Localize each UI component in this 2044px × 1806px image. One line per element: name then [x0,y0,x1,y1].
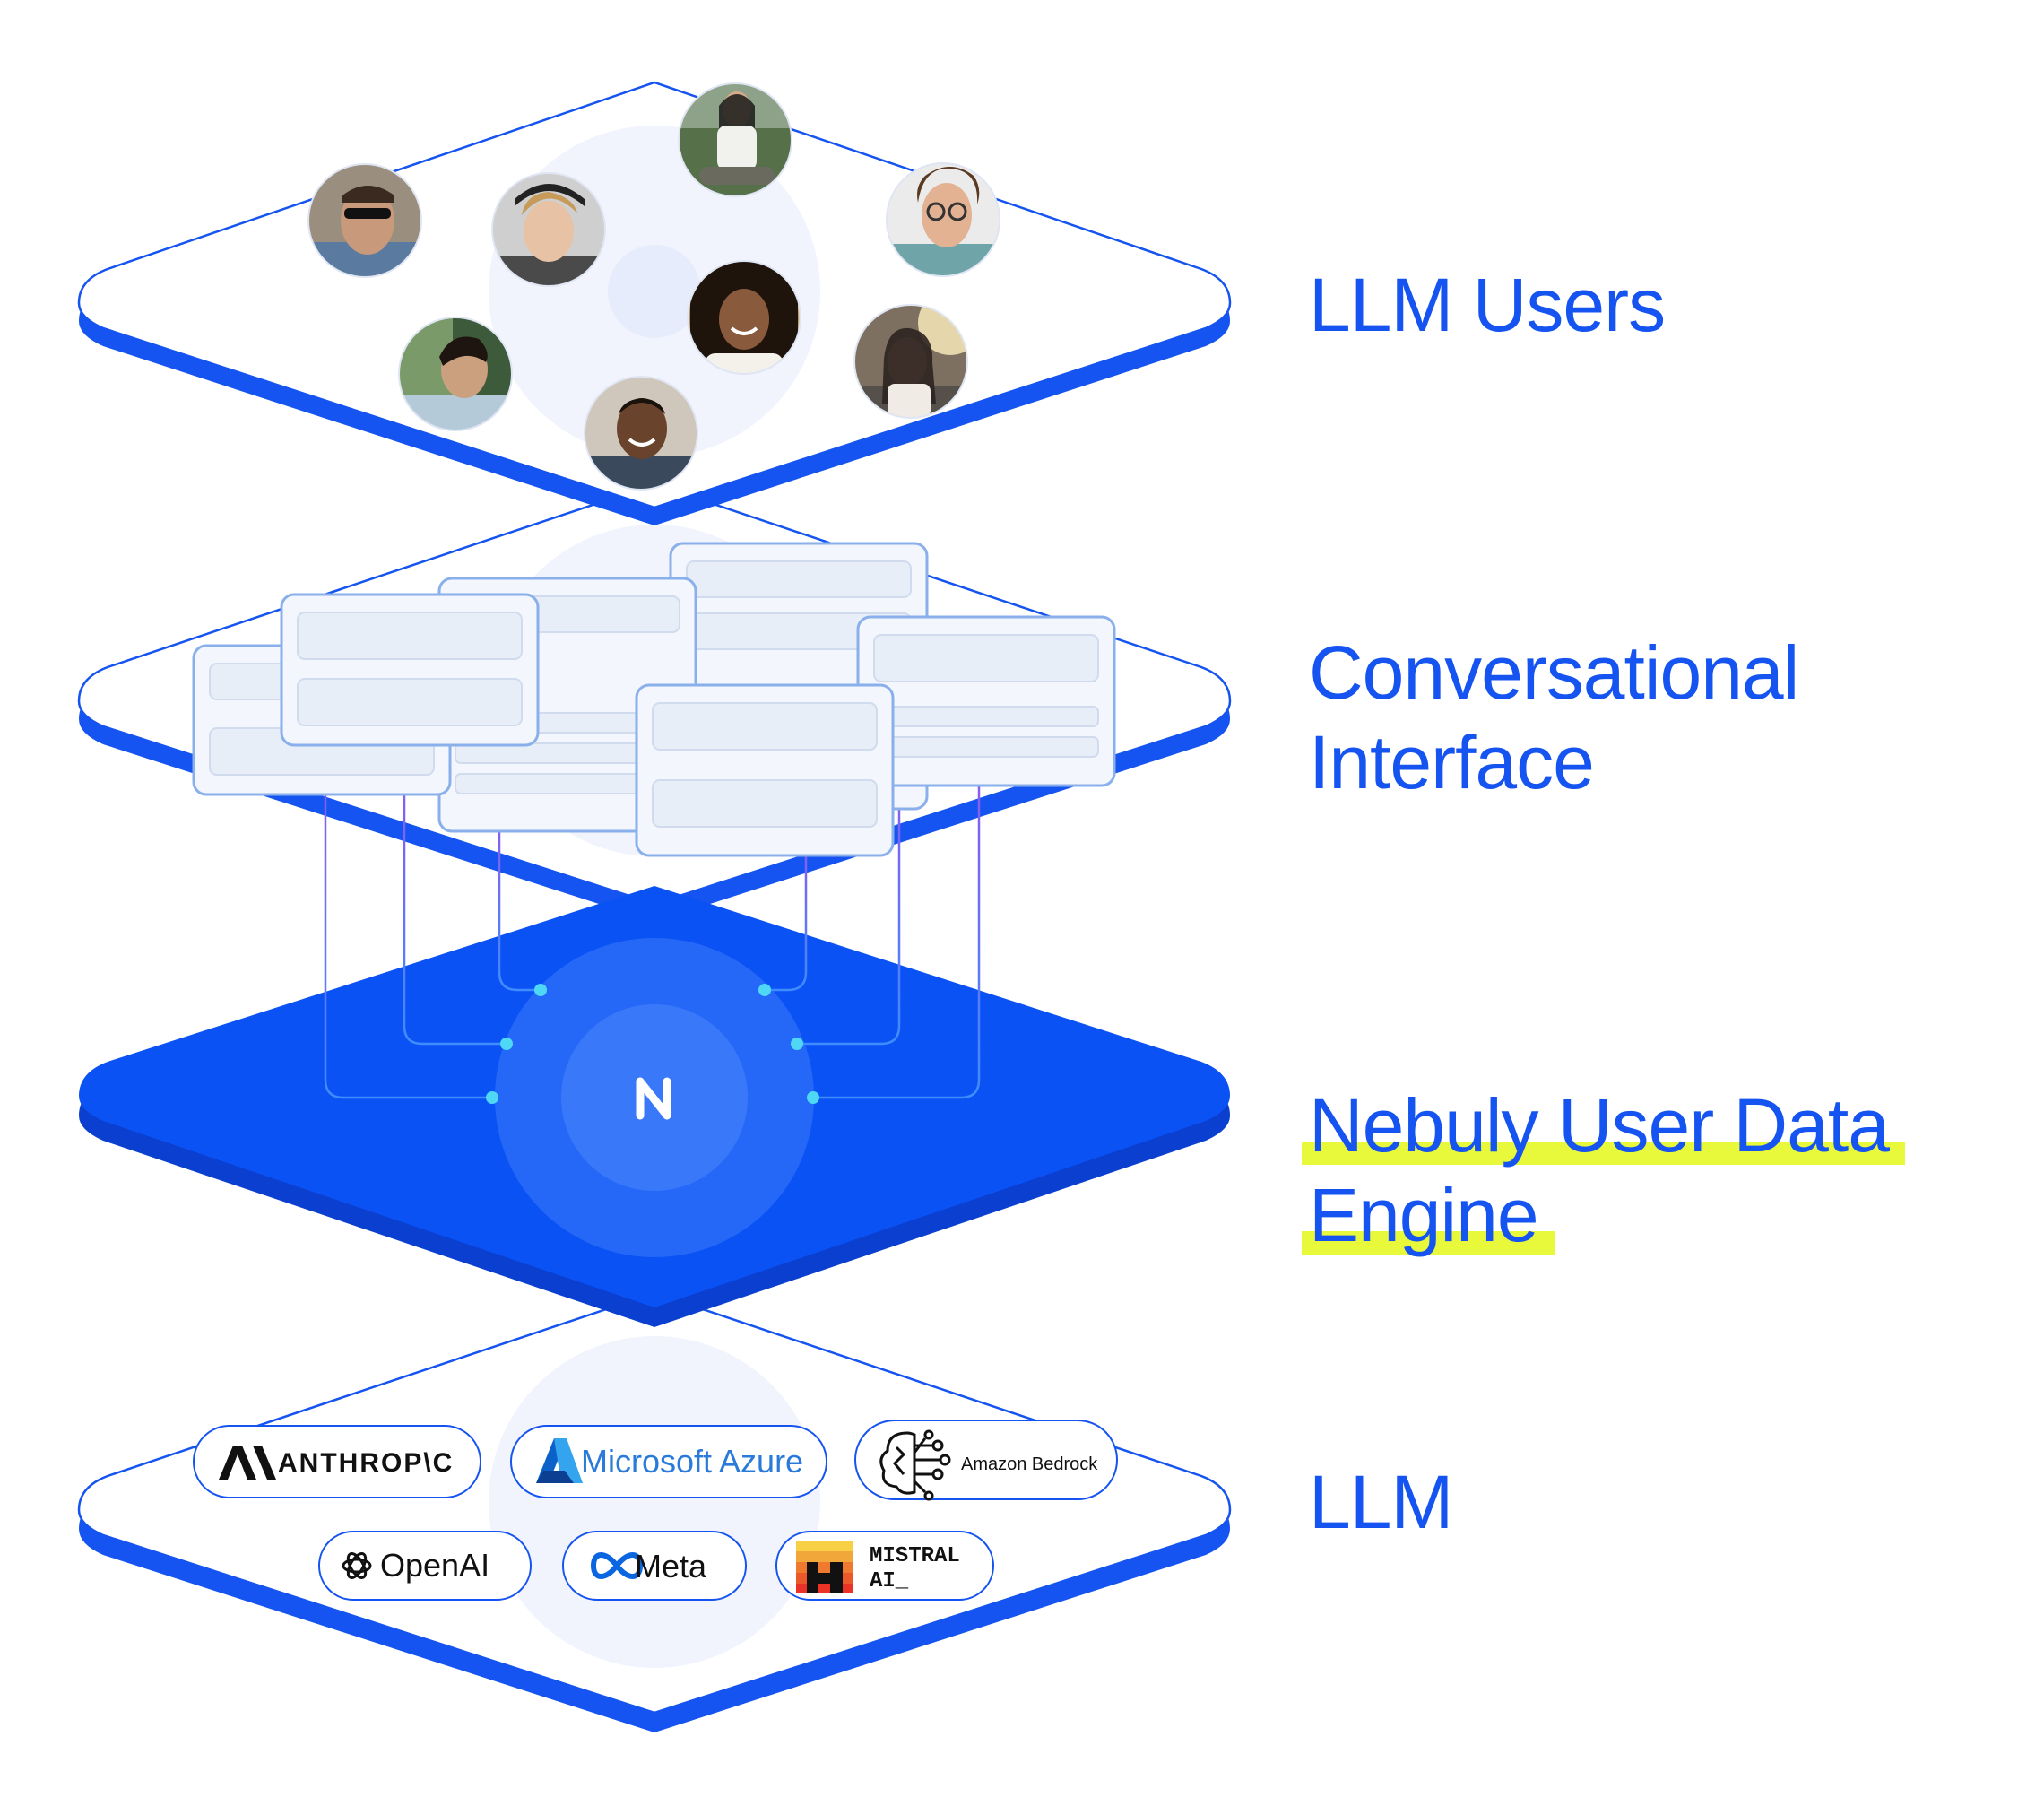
avatar [398,317,513,431]
nebuly-label-line1: Nebuly User Data [1309,1083,1890,1168]
nebuly-label-line2-wrap: Engine [1302,1170,1555,1260]
chat-card [635,683,895,857]
provider-meta-text: Meta [635,1548,707,1585]
provider-mistral-ai: MISTRAL AI_ [775,1531,994,1601]
avatar [307,163,422,278]
connector-nodes [486,984,819,1104]
highlight-mark [1302,1231,1555,1255]
bedrock-brain-icon [879,1429,951,1501]
conversational-interface-label: Conversational Interface [1309,628,1799,807]
provider-amazon-bedrock-text: Amazon Bedrock [961,1454,1098,1474]
llm-layer: ANTHROP\C Microsoft Azure [77,1291,1232,1732]
provider-mistral-line1: MISTRAL [870,1544,960,1568]
provider-microsoft-azure: Microsoft Azure [510,1425,827,1498]
provider-meta: Meta [562,1531,747,1601]
conversational-label-line2: Interface [1309,720,1595,804]
avatar [584,376,698,491]
provider-anthropic-text: ANTHROP\C [278,1448,454,1478]
nebuly-logo-icon [636,1077,671,1120]
provider-anthropic: ANTHROP\C [193,1425,481,1498]
provider-openai-text: OpenAI [380,1547,489,1584]
meta-infinity-icon [590,1552,644,1579]
avatar [678,82,792,197]
highlight-mark [1302,1142,1905,1165]
nebuly-engine-layer [79,886,1230,1327]
connector-wires [324,786,981,1104]
nebuly-engine-label: Nebuly User Data Engine [1302,1081,1905,1260]
chat-cards [192,542,1116,857]
provider-microsoft-azure-text: Microsoft Azure [581,1443,803,1480]
provider-openai: OpenAI [318,1531,532,1601]
anthropic-logo-icon [219,1446,276,1480]
chat-card [856,615,1116,787]
provider-amazon-bedrock: Amazon Bedrock [854,1420,1118,1501]
llm-label: LLM [1309,1460,1453,1544]
nebuly-label-line2: Engine [1309,1173,1539,1257]
azure-logo-icon [536,1438,583,1483]
provider-mistral-line2: AI_ [870,1569,909,1593]
avatar [687,260,801,375]
avatar [853,304,968,419]
avatar [886,162,1000,277]
conversational-label-line1: Conversational [1309,630,1799,715]
openai-logo-icon [342,1552,372,1579]
chat-card [280,593,540,747]
nebuly-label-line1-wrap: Nebuly User Data [1302,1081,1905,1170]
mistral-logo-icon [796,1541,853,1593]
llm-users-label: LLM Users [1309,263,1666,347]
llm-users-layer [77,81,1232,525]
